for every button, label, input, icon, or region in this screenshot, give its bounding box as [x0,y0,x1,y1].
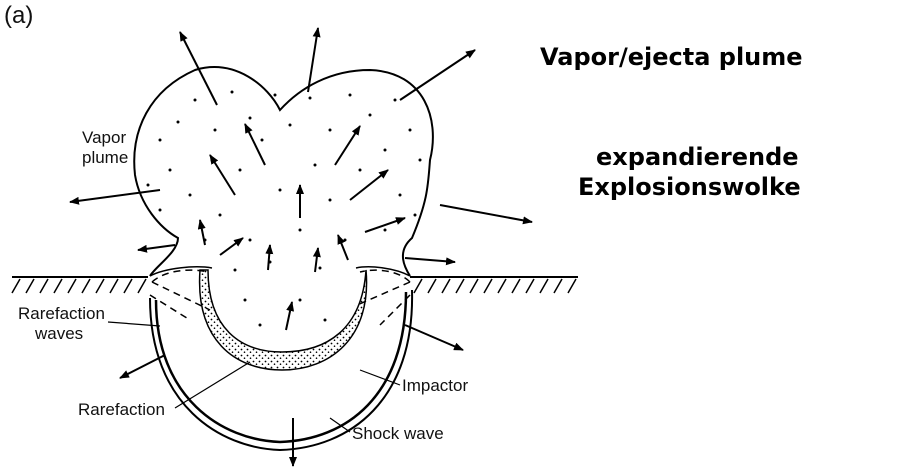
label-rarefaction-waves-line1: Rarefaction [18,304,105,324]
label-rarefaction: Rarefaction [78,400,165,420]
label-rarefaction-waves-line2: waves [35,324,83,344]
rarefaction-waves [150,270,410,325]
title-english: Vapor/ejecta plume [540,42,803,72]
label-impactor: Impactor [402,376,468,396]
ground-surface-left [12,277,148,293]
expansion-arrows-inner [200,124,405,330]
plume-particles [147,91,422,327]
panel-label: (a) [4,2,33,30]
crater-bowl [150,267,410,276]
ground-surface-right [410,277,578,293]
label-shock-wave: Shock wave [352,424,444,444]
title-german-line2: Explosionswolke [578,172,801,202]
label-vapor-plume-line2: plume [82,148,128,168]
impactor-shell [200,270,367,370]
vapor-plume-outline [134,67,433,276]
title-german-line1: expandierende [596,142,799,172]
label-vapor-plume-line1: Vapor [82,128,126,148]
